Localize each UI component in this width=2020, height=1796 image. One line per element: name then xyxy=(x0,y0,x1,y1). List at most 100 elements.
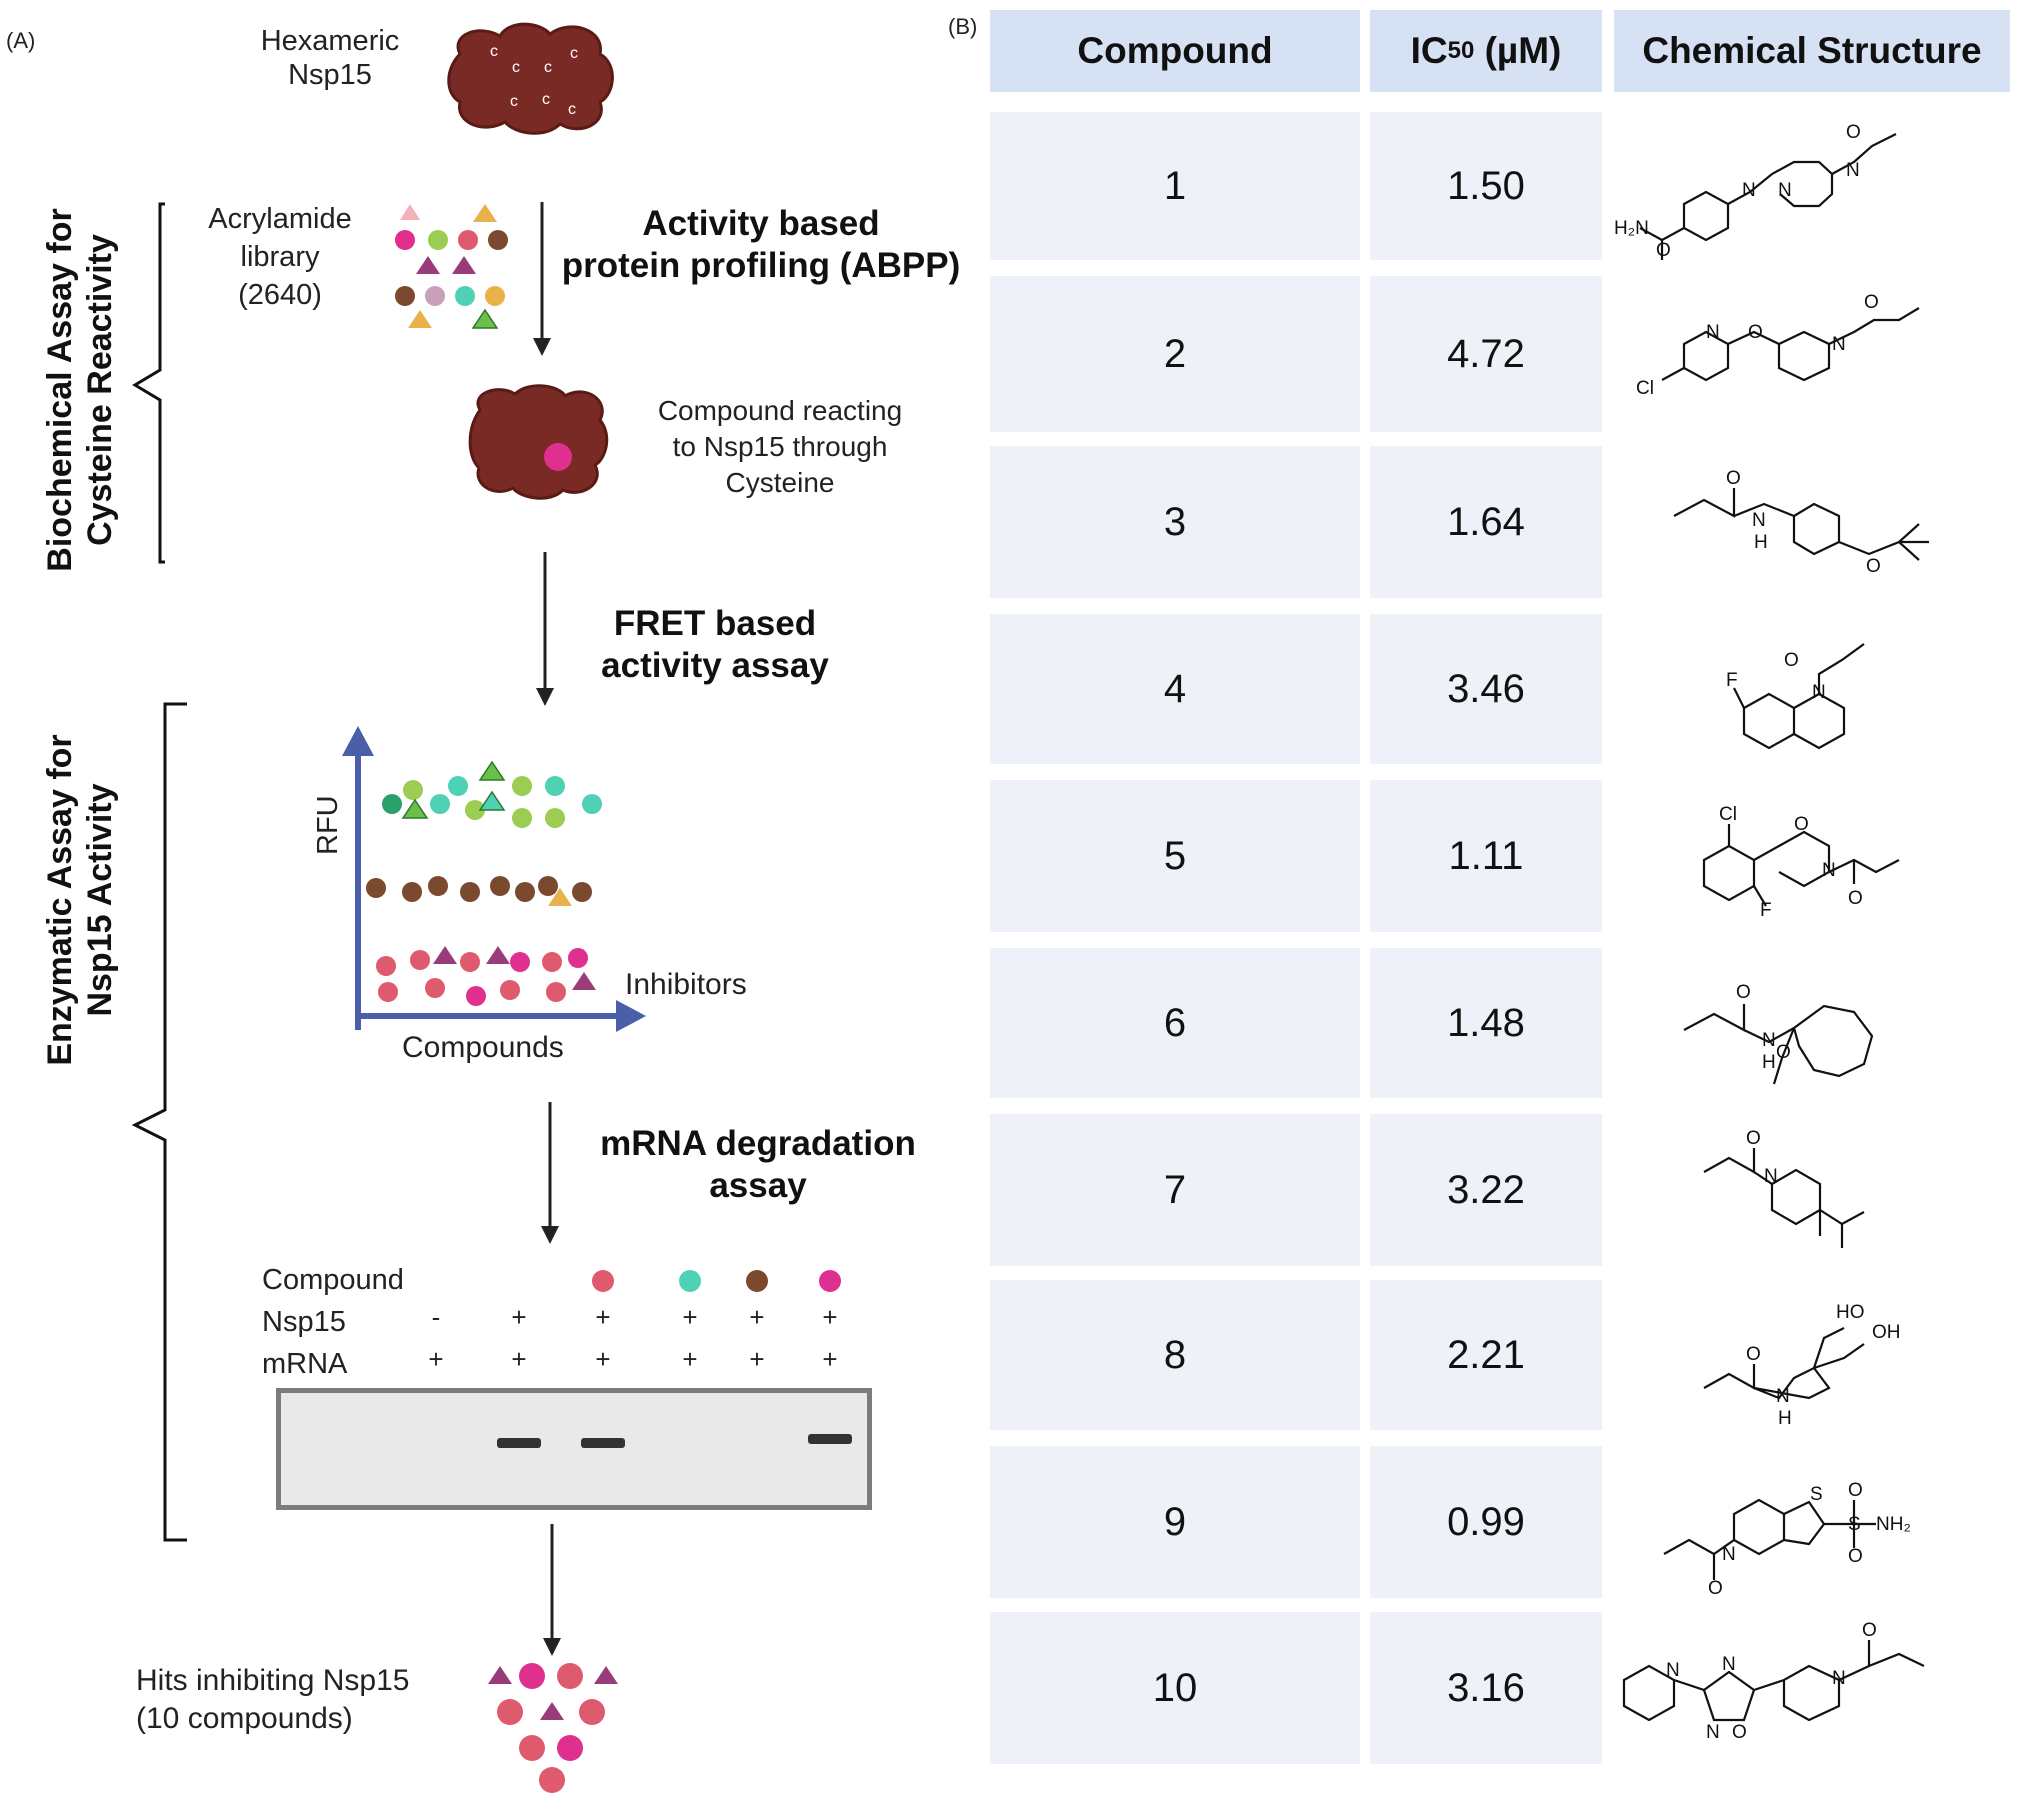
gel-compound-dot xyxy=(592,1270,614,1292)
svg-text:N: N xyxy=(1742,180,1756,201)
protein-with-compound-icon xyxy=(468,384,609,500)
cell-compound-number: 4 xyxy=(990,614,1360,764)
cell-ic50-value: 3.22 xyxy=(1370,1114,1602,1266)
gel-compound-dot xyxy=(819,1270,841,1292)
header-chemical-structure: Chemical Structure xyxy=(1614,10,2010,92)
svg-text:N: N xyxy=(1812,682,1826,703)
library-compounds-icon xyxy=(395,204,508,329)
svg-text:O: O xyxy=(1776,1042,1791,1063)
svg-text:O: O xyxy=(1862,1620,1877,1641)
svg-text:Cl: Cl xyxy=(1719,804,1737,825)
svg-text:OH: OH xyxy=(1872,1322,1901,1343)
structure-1: O N N N H₂N O xyxy=(1614,122,1897,260)
panel-a-label: (A) xyxy=(6,28,36,53)
gel-mrna-sign: + xyxy=(595,1344,611,1374)
structure-10: O N N N N O xyxy=(1622,1620,1925,1743)
bracket-1 xyxy=(132,202,165,564)
gel-row-label-nsp15: Nsp15 xyxy=(262,1306,346,1338)
cell-compound-number: 8 xyxy=(990,1280,1360,1430)
arrow-4 xyxy=(543,1524,561,1656)
bracket-2 xyxy=(131,702,187,1542)
svg-text:O: O xyxy=(1848,1546,1863,1567)
svg-text:O: O xyxy=(1794,814,1809,835)
cys-letter: c xyxy=(568,101,576,118)
gel-nsp15-sign: + xyxy=(749,1302,765,1332)
plot-x-label: Compounds xyxy=(402,1031,564,1064)
svg-text:N: N xyxy=(1832,1668,1846,1689)
svg-text:S: S xyxy=(1810,1484,1823,1505)
library-label: Acrylamide library (2640) xyxy=(208,203,352,311)
hits-label: Hits inhibiting Nsp15 (10 compounds) xyxy=(136,1664,410,1735)
svg-text:H: H xyxy=(1754,532,1768,553)
gel-mrna-sign: + xyxy=(511,1344,527,1374)
structure-3: O N H O xyxy=(1673,468,1929,577)
svg-text:O: O xyxy=(1866,556,1881,577)
cell-compound-number: 7 xyxy=(990,1114,1360,1266)
mrna-assay-label: mRNA degradation assay xyxy=(600,1124,916,1205)
plot-inhibitors-label: Inhibitors xyxy=(625,968,747,1001)
arrow-2 xyxy=(536,552,554,706)
hit-compounds-icon xyxy=(488,1663,618,1793)
svg-text:N: N xyxy=(1752,510,1766,531)
hexameric-nsp15-icon: c c c c c c c xyxy=(447,22,614,135)
gel-mrna-sign: + xyxy=(428,1344,444,1374)
bracket1-label: Biochemical Assay for Cysteine Reactivit… xyxy=(41,208,119,572)
svg-text:N: N xyxy=(1764,1166,1778,1187)
svg-text:O: O xyxy=(1656,240,1671,260)
cys-letter: c xyxy=(490,43,498,60)
svg-text:N: N xyxy=(1666,1660,1680,1681)
svg-text:N: N xyxy=(1776,1386,1790,1407)
gel-nsp15-sign: - xyxy=(431,1302,441,1332)
svg-text:NH₂: NH₂ xyxy=(1876,1514,1911,1535)
cell-ic50-value: 1.11 xyxy=(1370,780,1602,932)
svg-text:O: O xyxy=(1848,888,1863,909)
structure-6: O N H O xyxy=(1683,982,1874,1085)
cysteine-markers: c c c c c c c xyxy=(490,43,578,118)
gel-mrna-sign: + xyxy=(749,1344,765,1374)
svg-text:N: N xyxy=(1722,1544,1736,1565)
gel-nsp15-sign: + xyxy=(682,1302,698,1332)
cell-ic50-value: 4.72 xyxy=(1370,276,1602,432)
gel-row-label-compound: Compound xyxy=(262,1264,404,1296)
svg-text:O: O xyxy=(1784,650,1799,671)
panel-b-label: (B) xyxy=(948,14,978,39)
svg-text:F: F xyxy=(1760,900,1772,921)
gel-mrna-sign: + xyxy=(682,1344,698,1374)
cys-letter: c xyxy=(510,93,518,110)
gel-mrna-sign: + xyxy=(822,1344,838,1374)
cell-compound-number: 9 xyxy=(990,1446,1360,1598)
svg-text:F: F xyxy=(1726,670,1738,691)
abpp-label: Activity based protein profiling (ABPP) xyxy=(561,204,961,285)
svg-text:O: O xyxy=(1736,982,1751,1003)
gel-compound-dot xyxy=(746,1270,768,1292)
gel-nsp15-sign: + xyxy=(511,1302,527,1332)
gel-compound-dot xyxy=(679,1270,701,1292)
cys-letter: c xyxy=(544,59,552,76)
cell-ic50-value: 2.21 xyxy=(1370,1280,1602,1430)
structure-7: O N xyxy=(1703,1128,1865,1248)
cell-ic50-value: 1.50 xyxy=(1370,112,1602,260)
svg-text:O: O xyxy=(1746,1344,1761,1365)
cys-letter: c xyxy=(512,59,520,76)
svg-text:O: O xyxy=(1726,468,1741,489)
svg-text:H: H xyxy=(1778,1408,1792,1429)
cell-compound-number: 10 xyxy=(990,1612,1360,1764)
bracket2-label: Enzymatic Assay for Nsp15 Activity xyxy=(41,734,119,1066)
gel-band xyxy=(497,1438,541,1448)
arrow-1 xyxy=(533,202,551,356)
cell-ic50-value: 3.46 xyxy=(1370,614,1602,764)
gel-nsp15-sign: + xyxy=(822,1302,838,1332)
gel-nsp15-sign: + xyxy=(595,1302,611,1332)
cys-letter: c xyxy=(570,45,578,62)
fret-label: FRET based activity assay xyxy=(601,604,829,685)
svg-text:O: O xyxy=(1848,1480,1863,1501)
svg-text:N: N xyxy=(1762,1030,1776,1051)
gel-box xyxy=(276,1388,872,1510)
cell-ic50-value: 0.99 xyxy=(1370,1446,1602,1598)
cell-compound-number: 1 xyxy=(990,112,1360,260)
svg-text:O: O xyxy=(1864,292,1879,313)
svg-text:N: N xyxy=(1822,860,1836,881)
svg-text:Cl: Cl xyxy=(1636,378,1654,399)
cell-compound-number: 3 xyxy=(990,446,1360,598)
